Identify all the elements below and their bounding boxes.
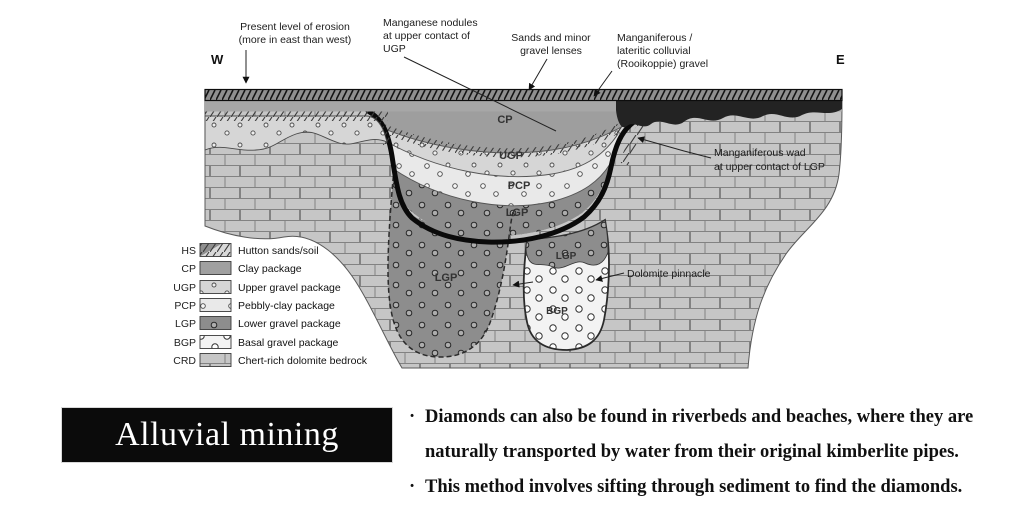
legend-label: Clay package bbox=[238, 263, 302, 275]
legend-code: BGP bbox=[174, 337, 196, 349]
pinnacle-leader bbox=[595, 272, 625, 282]
callout-nodules: Manganese nodules bbox=[383, 17, 478, 29]
callout-pinnacle: Dolomite pinnacle bbox=[627, 268, 711, 280]
legend-swatch-cp bbox=[199, 261, 232, 275]
lgp-cap-right-channel bbox=[525, 219, 609, 269]
legend-code: HS bbox=[181, 245, 196, 257]
legend: HS Hutton sands/soil CP Clay package UGP… bbox=[173, 243, 368, 367]
callout-colluvial: Manganiferous / bbox=[617, 32, 692, 44]
legend-swatch-pcp bbox=[199, 298, 232, 312]
legend-row-hs: HS Hutton sands/soil bbox=[181, 243, 319, 257]
geology-cross-section-diagram: W E Present level of erosion (more in ea… bbox=[173, 17, 845, 369]
colluvial-gray-band bbox=[205, 100, 842, 112]
legend-swatch-bgp bbox=[199, 335, 232, 349]
colluvial-leader bbox=[593, 70, 613, 97]
bullet-item: Diamonds can also be found in riverbeds … bbox=[407, 400, 1015, 470]
legend-label: Upper gravel package bbox=[238, 282, 341, 294]
legend-swatch-ugp bbox=[199, 280, 232, 294]
callout-nodules-line3: UGP bbox=[383, 43, 406, 55]
label-lgp-deep: LGP bbox=[435, 272, 458, 284]
channel-pointer-arrow bbox=[512, 280, 534, 288]
callout-wad-line2: at upper contact of LGP bbox=[714, 161, 825, 173]
callout-erosion-line2: (more in east than west) bbox=[239, 34, 352, 46]
compass-east: E bbox=[836, 52, 845, 67]
legend-row-lgp: LGP Lower gravel package bbox=[175, 316, 341, 330]
callout-sands-line2: gravel lenses bbox=[520, 45, 582, 57]
legend-code: CRD bbox=[173, 355, 196, 367]
label-ugp: UGP bbox=[499, 150, 523, 162]
legend-label: Lower gravel package bbox=[238, 318, 341, 330]
legend-label: Hutton sands/soil bbox=[238, 245, 319, 257]
legend-code: CP bbox=[181, 263, 196, 275]
callout-colluvial-line2: lateritic colluvial bbox=[617, 45, 691, 57]
legend-code: PCP bbox=[174, 300, 196, 312]
legend-row-crd: CRD Chert-rich dolomite bedrock bbox=[173, 353, 368, 367]
wad-leader bbox=[637, 136, 712, 159]
legend-label: Pebbly-clay package bbox=[238, 300, 335, 312]
layer-labels: CP UGP PCP LGP LGP LGP BGP bbox=[435, 114, 577, 317]
erosion-surface-band bbox=[204, 88, 843, 102]
legend-code: UGP bbox=[173, 282, 196, 294]
label-pcp: PCP bbox=[508, 180, 531, 192]
manganiferous-wad-line bbox=[365, 108, 677, 245]
label-lgp-channel: LGP bbox=[556, 251, 577, 262]
contact-ugp-pcp bbox=[379, 133, 619, 178]
dark-wavy-wad-band-east bbox=[616, 101, 842, 128]
callout-wad: Manganiferous wad bbox=[714, 147, 806, 159]
nodules-leader bbox=[403, 56, 557, 132]
legend-row-ugp: UGP Upper gravel package bbox=[173, 280, 341, 294]
section-title: Alluvial mining bbox=[115, 416, 339, 453]
legend-row-bgp: BGP Basal gravel package bbox=[174, 335, 339, 349]
legend-label: Chert-rich dolomite bedrock bbox=[238, 355, 368, 367]
bedrock-crd-layer bbox=[204, 99, 843, 369]
label-cp: CP bbox=[497, 114, 512, 126]
west-shelf-gravel bbox=[204, 115, 388, 151]
legend-row-pcp: PCP Pebbly-clay package bbox=[174, 298, 335, 312]
callout-erosion: Present level of erosion bbox=[240, 21, 350, 33]
bullet-item: This method involves sifting through sed… bbox=[407, 470, 1015, 505]
hutton-sands-hatch-band bbox=[205, 110, 388, 121]
label-bgp: BGP bbox=[546, 306, 568, 317]
callout-leaders bbox=[242, 50, 712, 288]
callout-sands: Sands and minor bbox=[511, 32, 591, 44]
contact-cp-ugp bbox=[358, 113, 645, 154]
deep-lgp-channel bbox=[387, 168, 513, 358]
legend-code: LGP bbox=[175, 318, 196, 330]
section-title-box: Alluvial mining bbox=[62, 408, 392, 462]
bullet-list: Diamonds can also be found in riverbeds … bbox=[407, 400, 1015, 505]
compass-west: W bbox=[211, 52, 224, 67]
label-lgp: LGP bbox=[506, 207, 529, 219]
contact-pcp-lgp bbox=[391, 163, 611, 207]
legend-row-cp: CP Clay package bbox=[181, 261, 302, 275]
callout-colluvial-line3: (Rooikoppie) gravel bbox=[617, 58, 708, 70]
legend-swatch-crd bbox=[199, 353, 232, 367]
legend-swatch-hs-hatch bbox=[199, 243, 232, 257]
callout-nodules-line2: at upper contact of bbox=[383, 30, 470, 42]
sands-leader bbox=[528, 58, 548, 91]
callout-texts: Present level of erosion (more in east t… bbox=[239, 17, 825, 280]
legend-swatch-lgp bbox=[199, 316, 232, 330]
legend-label: Basal gravel package bbox=[238, 337, 339, 349]
